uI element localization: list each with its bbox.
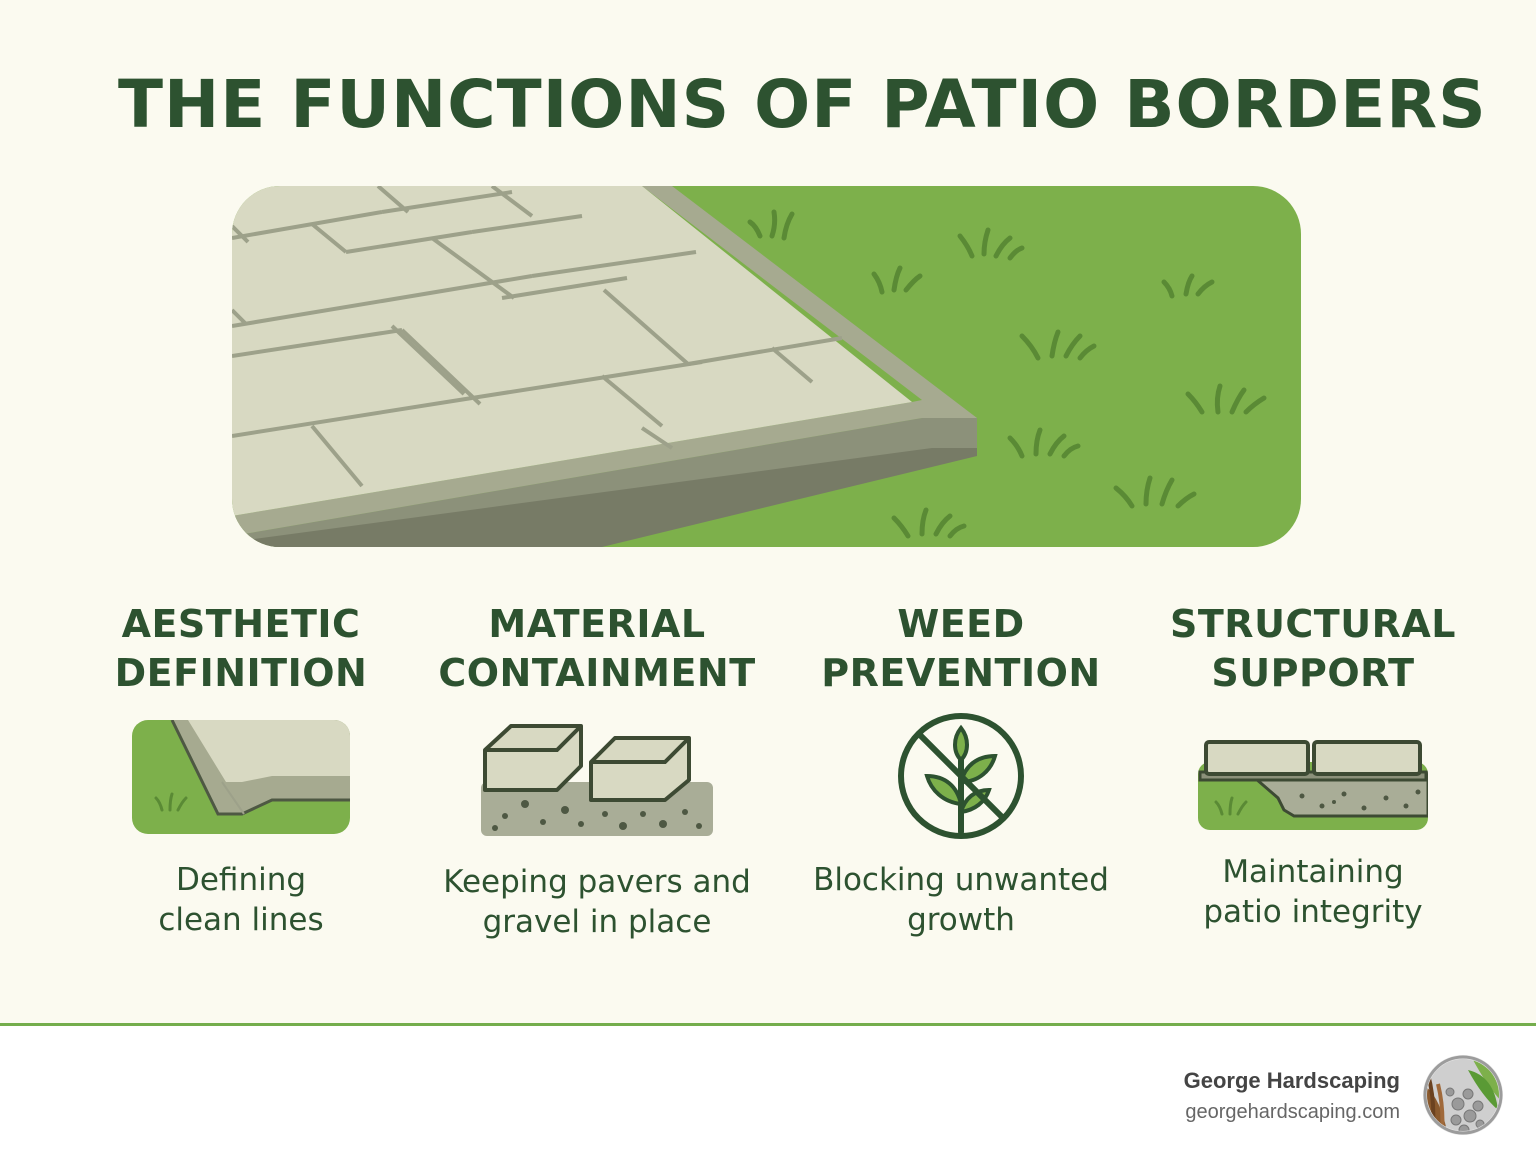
patio-edge-icon bbox=[132, 720, 350, 834]
card-title: AESTHETIC DEFINITION bbox=[114, 602, 368, 695]
pavers-gravel-icon bbox=[481, 724, 713, 836]
card-caption: Defining clean lines bbox=[158, 862, 324, 938]
george-hardscaping-logo-icon bbox=[1423, 1055, 1503, 1135]
card-title: WEED PREVENTION bbox=[821, 602, 1101, 695]
footer: George Hardscaping georgehardscaping.com bbox=[0, 1023, 1536, 1157]
base-support-icon bbox=[1198, 740, 1428, 830]
card-title: STRUCTURAL SUPPORT bbox=[1170, 602, 1456, 695]
border-stone-top bbox=[232, 186, 977, 536]
brand-url: georgehardscaping.com bbox=[1185, 1101, 1400, 1123]
brand-name: George Hardscaping bbox=[1183, 1068, 1400, 1093]
page-title: THE FUNCTIONS OF PATIO BORDERS bbox=[118, 66, 1487, 143]
card-caption: Maintaining patio integrity bbox=[1203, 854, 1423, 930]
border-stone-edge bbox=[232, 418, 977, 547]
card-caption: Blocking unwanted growth bbox=[813, 862, 1109, 938]
no-weed-icon bbox=[898, 713, 1024, 839]
function-card-containment: MATERIAL CONTAINMENT Keeping pavers and … bbox=[432, 600, 762, 942]
function-card-support: STRUCTURAL SUPPORT Maintaining patio int… bbox=[1158, 600, 1468, 932]
function-card-weed: WEED PREVENTION Blocking unwanted growth bbox=[806, 600, 1116, 940]
patio-border-illustration bbox=[232, 186, 1301, 547]
function-card-aesthetic: AESTHETIC DEFINITION Defining clean line… bbox=[96, 600, 386, 940]
card-title: MATERIAL CONTAINMENT bbox=[438, 602, 756, 695]
patio-pavers bbox=[232, 186, 912, 516]
card-caption: Keeping pavers and gravel in place bbox=[443, 864, 751, 940]
